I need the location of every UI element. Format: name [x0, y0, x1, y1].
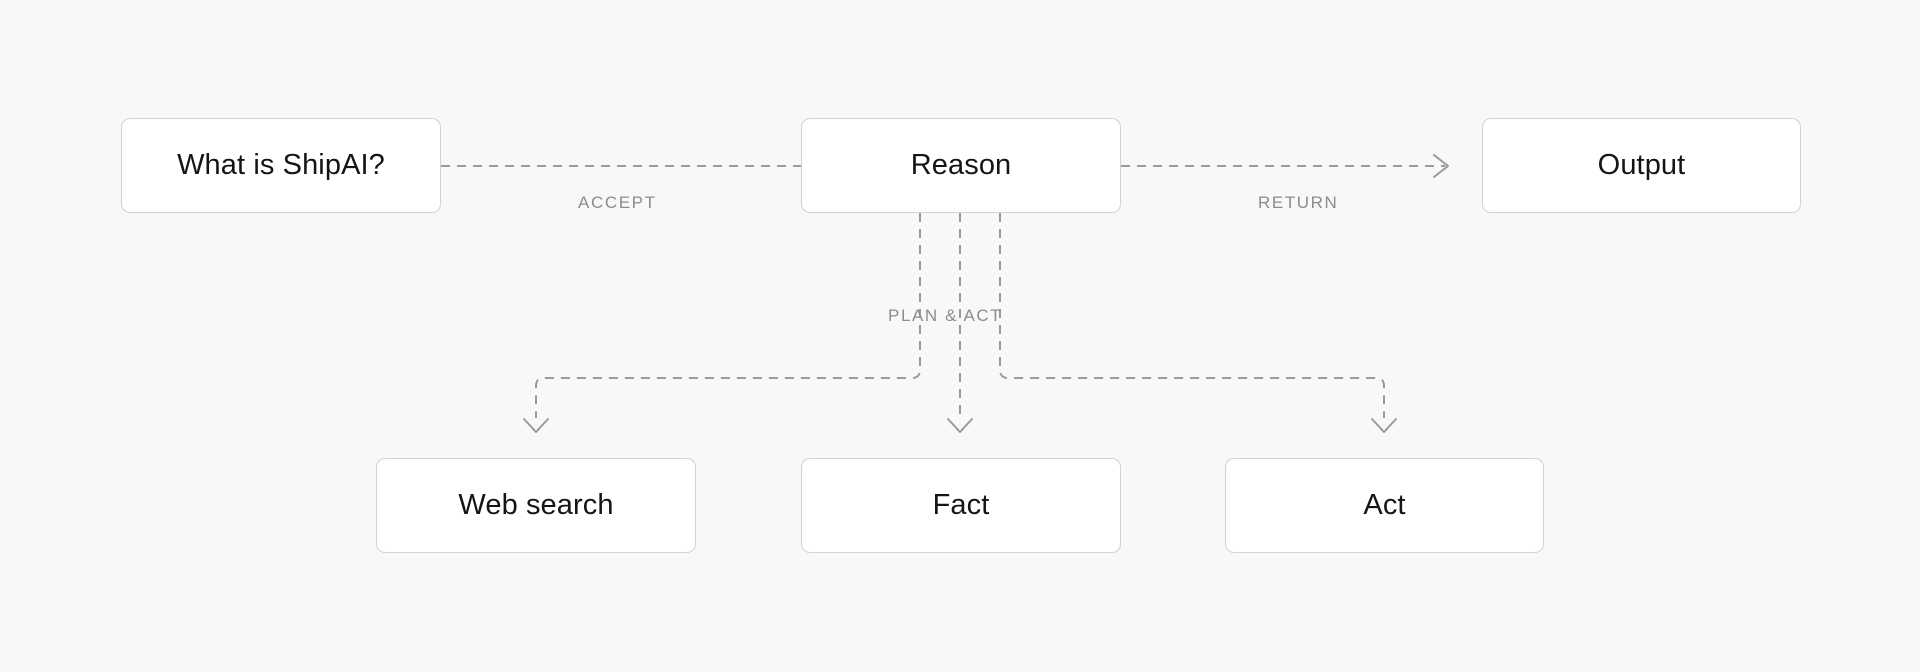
arrowhead-websearch-icon: [523, 418, 549, 433]
node-fact[interactable]: Fact: [801, 458, 1121, 553]
node-label: Act: [1363, 489, 1406, 521]
node-label: Output: [1597, 149, 1686, 181]
edge-plan-act-act-line: [999, 213, 1385, 418]
node-what-is-shipai[interactable]: What is ShipAI?: [121, 118, 441, 213]
node-label: What is ShipAI?: [177, 149, 385, 181]
node-output[interactable]: Output: [1482, 118, 1801, 213]
arrowhead-fact-icon: [947, 418, 973, 433]
node-label: Reason: [910, 149, 1012, 181]
node-label: Fact: [932, 489, 990, 521]
arrowhead-act-icon: [1371, 418, 1397, 433]
edge-label-return: RETURN: [1258, 193, 1339, 212]
node-label: Web search: [458, 489, 614, 521]
node-web-search[interactable]: Web search: [376, 458, 696, 553]
arrowhead-return-icon: [1433, 154, 1449, 178]
edge-plan-act-websearch-line: [535, 213, 921, 418]
edge-label-accept: ACCEPT: [578, 193, 657, 212]
node-act[interactable]: Act: [1225, 458, 1544, 553]
edge-label-plan-act: PLAN & ACT: [888, 306, 1003, 325]
node-reason[interactable]: Reason: [801, 118, 1121, 213]
